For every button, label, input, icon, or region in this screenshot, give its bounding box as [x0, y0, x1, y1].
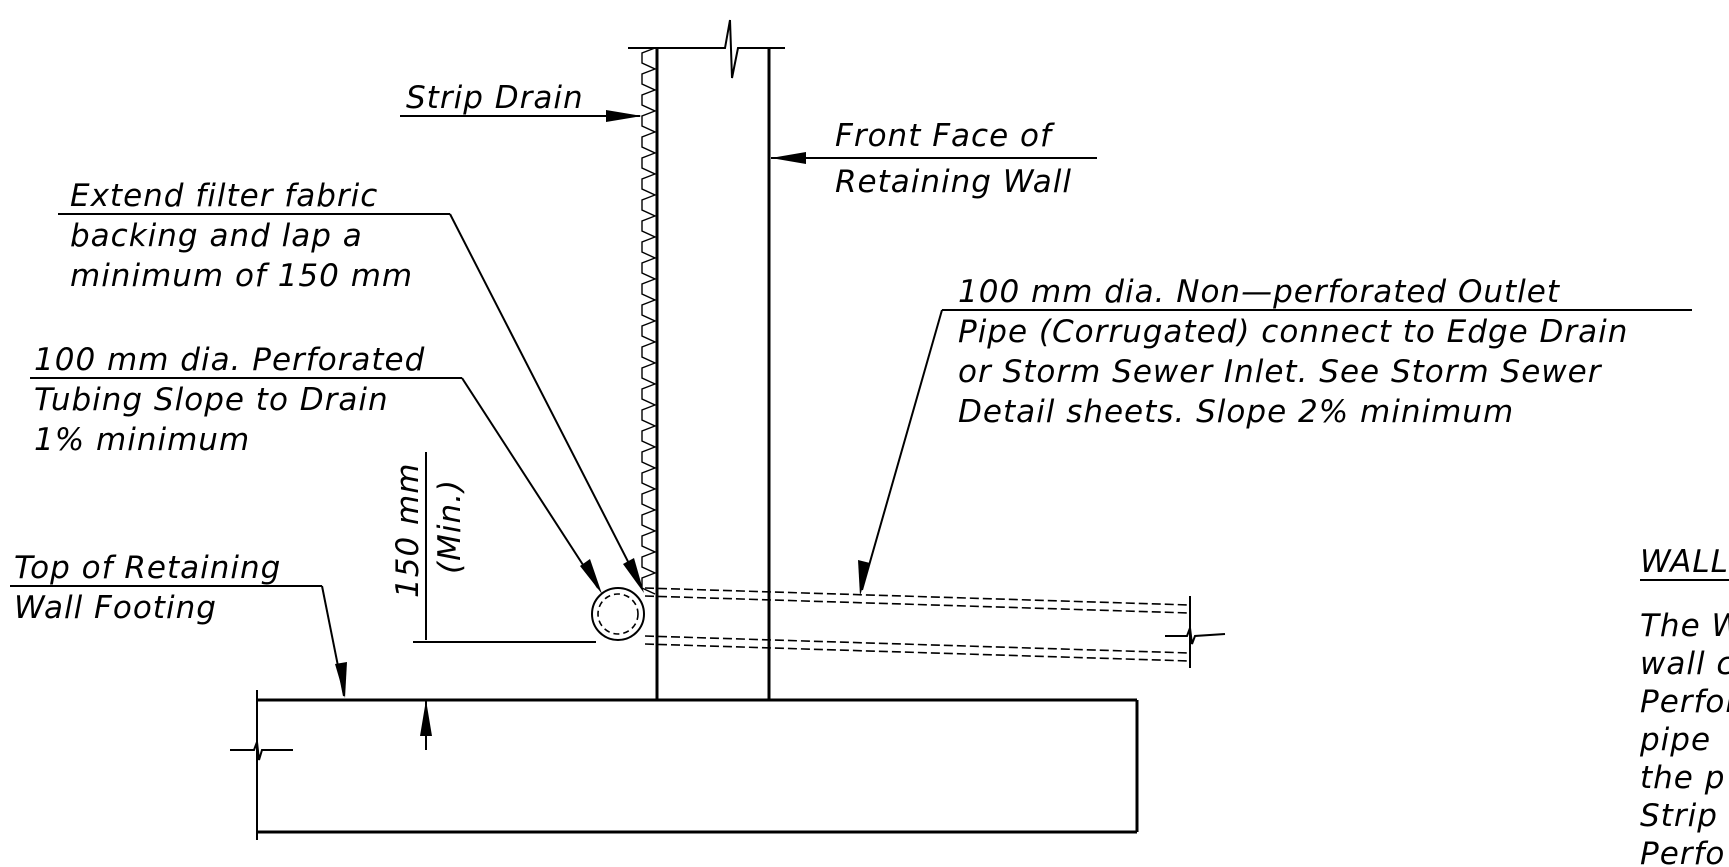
- dimension-min-label: (Min.): [432, 479, 468, 574]
- dimension-label: 150 mm: [390, 463, 426, 598]
- top-footing-label-line2: Wall Footing: [14, 590, 217, 626]
- perforated-tubing-label-line2: Tubing Slope to Drain: [34, 382, 389, 418]
- wall-footing: [230, 690, 1139, 840]
- top-footing-label-line1: Top of Retaining: [14, 550, 281, 586]
- strip-drain-label: Strip Drain: [406, 80, 584, 116]
- notes-line: wall c: [1640, 646, 1729, 682]
- outlet-pipe-label-line3: or Storm Sewer Inlet. See Storm Sewer: [958, 354, 1603, 390]
- perforated-tubing-label-line1: 100 mm dia. Perforated: [34, 342, 425, 378]
- perforated-tube-symbol: [591, 587, 645, 641]
- notes-line: The W: [1640, 608, 1729, 644]
- notes-line: Perfor: [1640, 684, 1729, 720]
- notes-line: Perfo: [1640, 836, 1725, 867]
- leader-lines: [10, 110, 1692, 698]
- perforated-tubing-label-line3: 1% minimum: [34, 422, 250, 458]
- notes-title: WALL: [1640, 544, 1729, 580]
- extend-fabric-label-line3: minimum of 150 mm: [70, 258, 413, 294]
- front-face-label-line1: Front Face of: [835, 118, 1055, 154]
- front-face-label-line2: Retaining Wall: [835, 164, 1072, 200]
- outlet-pipe-symbol: [644, 587, 1226, 668]
- notes-line: pipe: [1639, 722, 1711, 758]
- notes-line: Strip: [1640, 798, 1718, 834]
- dimension-150mm: [413, 452, 596, 750]
- outlet-pipe-label-line4: Detail sheets. Slope 2% minimum: [958, 394, 1514, 430]
- outlet-pipe-label-line2: Pipe (Corrugated) connect to Edge Drain: [958, 314, 1628, 350]
- wall-drain-notes: WALL The W wall c Perfor pipe the p Stri…: [1639, 544, 1729, 867]
- strip-drain-symbol: [641, 47, 657, 595]
- extend-fabric-label-line2: backing and lap a: [70, 218, 363, 254]
- outlet-pipe-label-line1: 100 mm dia. Non—perforated Outlet: [958, 274, 1561, 310]
- extend-fabric-label-line1: Extend filter fabric: [70, 178, 378, 214]
- retaining-wall-stem: [628, 19, 785, 700]
- notes-line: the p: [1640, 760, 1725, 796]
